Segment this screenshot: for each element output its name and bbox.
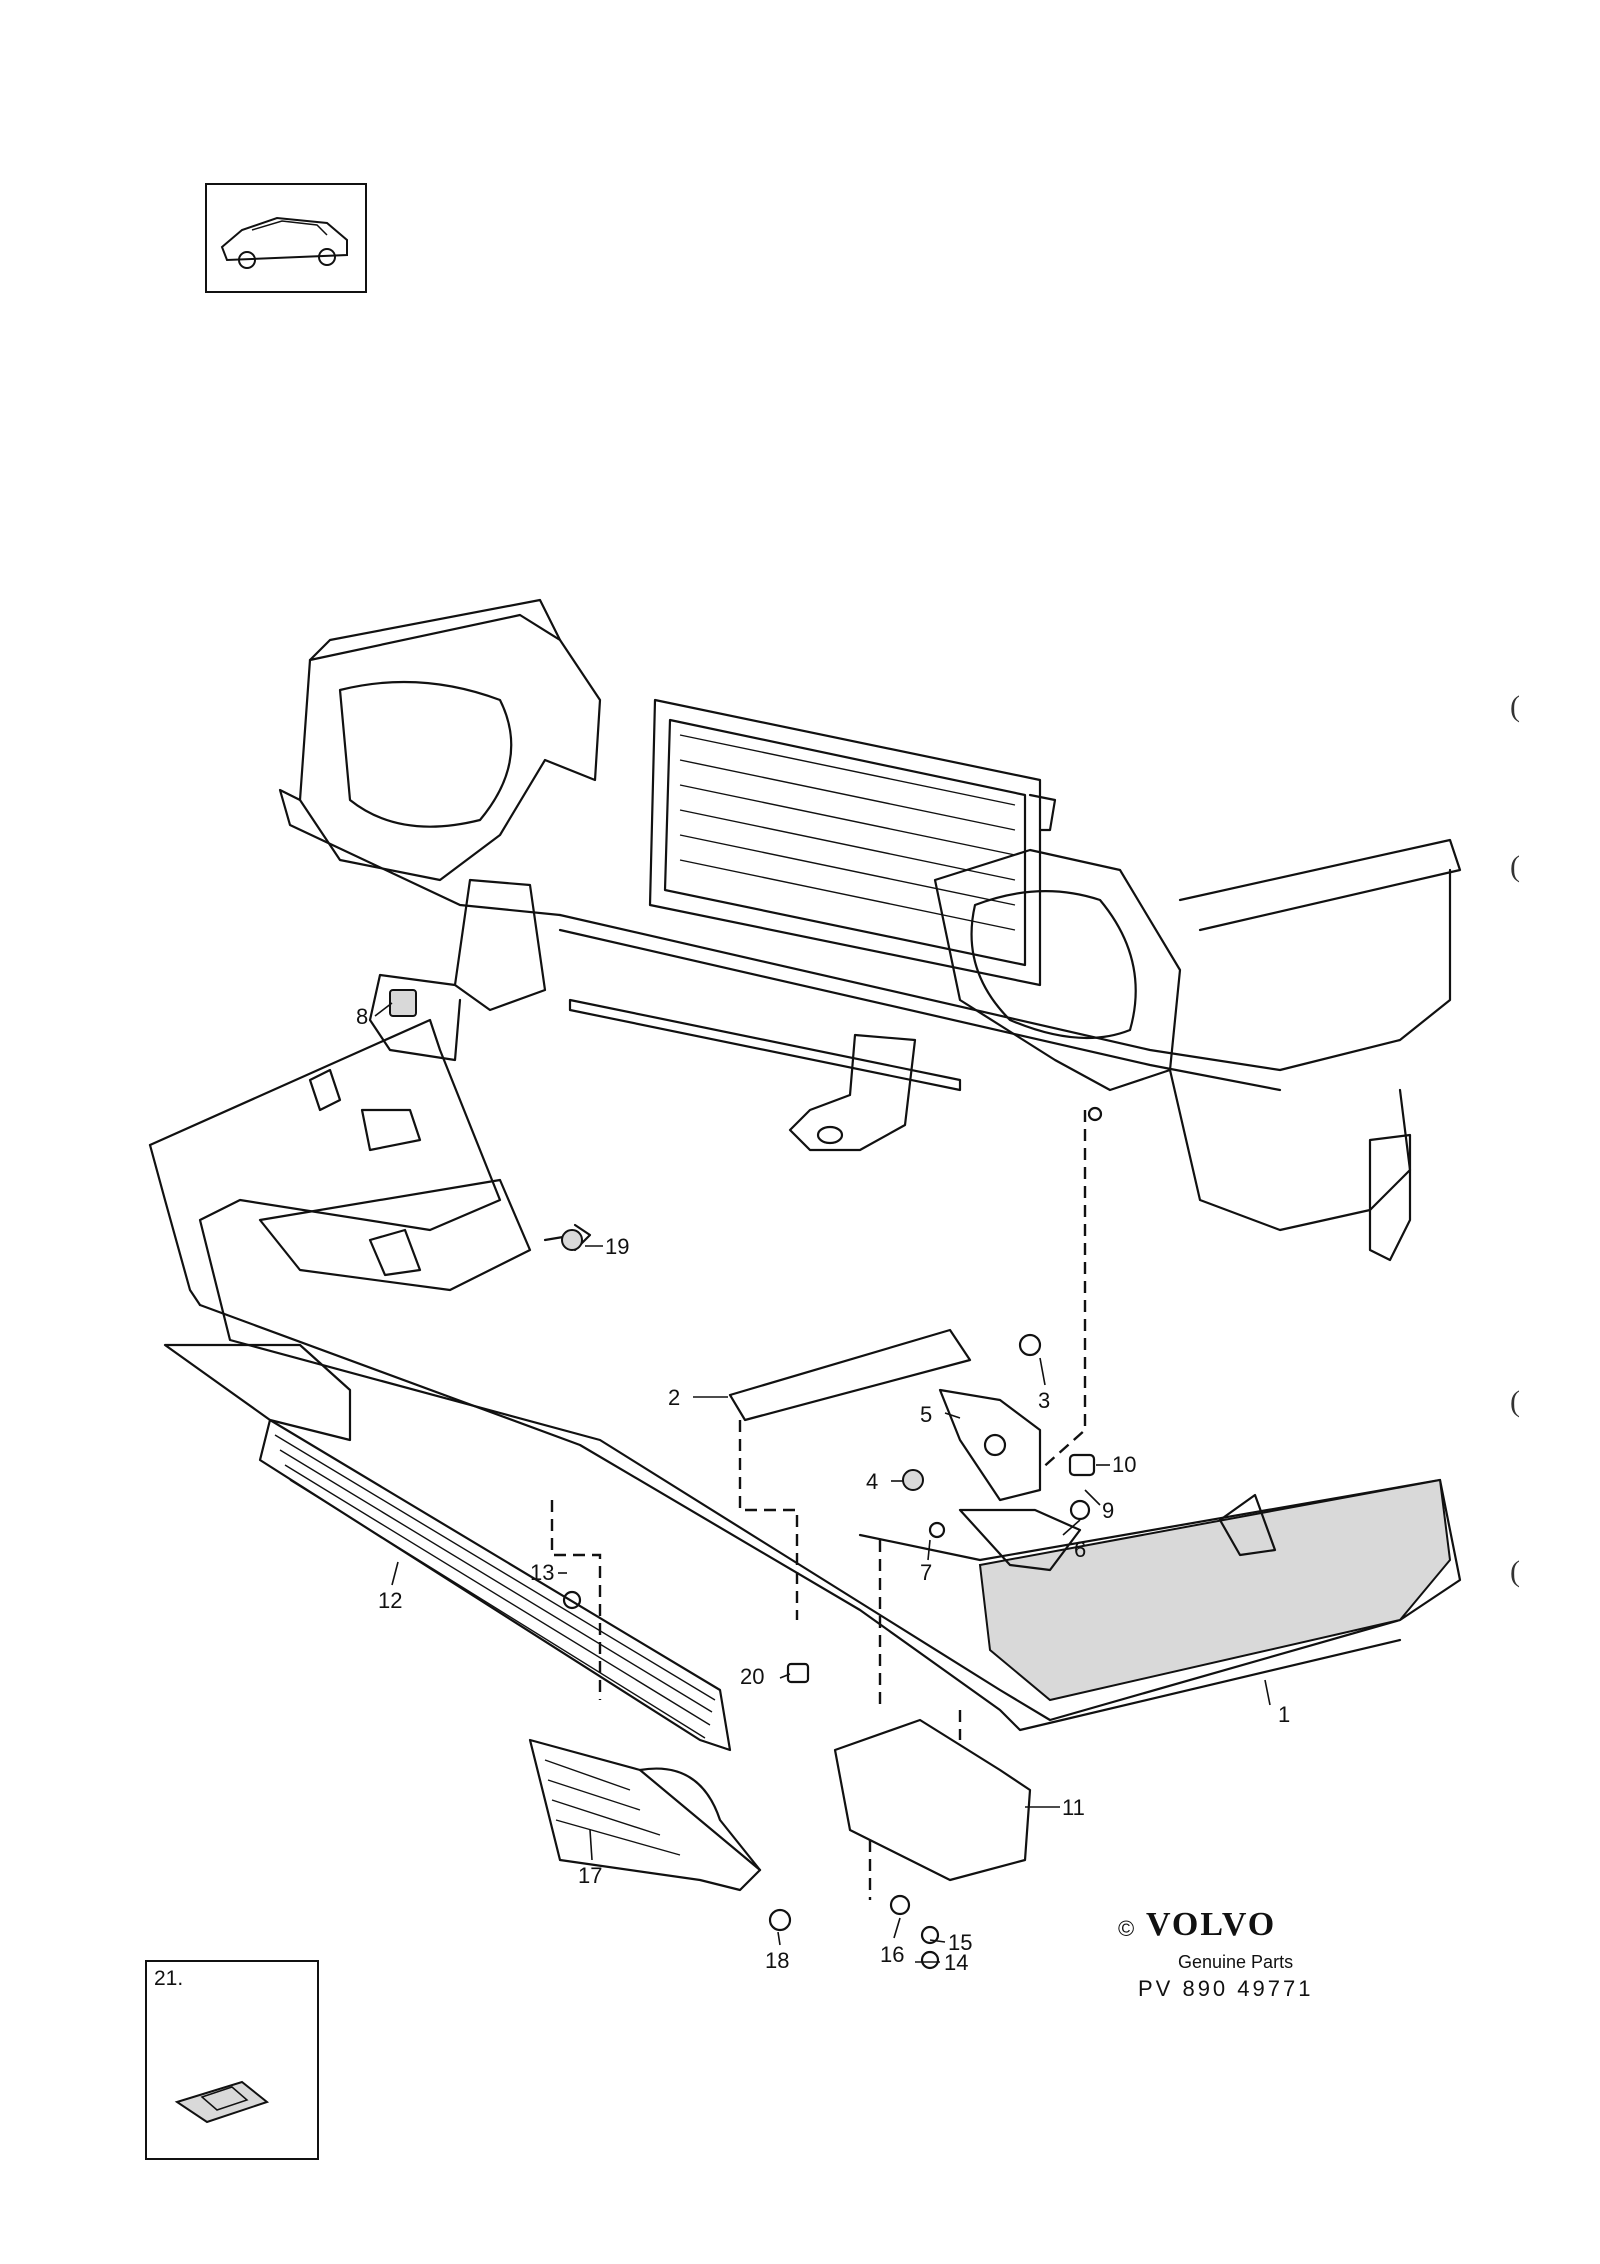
car-icon (220, 216, 348, 269)
brand-subtitle: Genuine Parts (1178, 1952, 1294, 1972)
brand-name: VOLVO (1146, 1906, 1277, 1943)
callout-7: 7 (920, 1560, 932, 1585)
brackets-fasteners (360, 989, 1103, 1970)
callout-9: 9 (1102, 1498, 1114, 1523)
clip-nut-icon (174, 2080, 270, 2124)
callout-3: 3 (1038, 1388, 1050, 1413)
callout-8: 8 (356, 1004, 368, 1029)
assembly-lines (550, 1110, 1087, 1900)
margin-mark: ( (1510, 1385, 1520, 1418)
copyright-symbol: © (1118, 1916, 1135, 1941)
leader-lines (374, 1002, 1271, 1963)
callout-11: 11 (1062, 1795, 1085, 1820)
inset-part-21: 21. (145, 1960, 319, 2160)
callout-13: 13 (530, 1560, 554, 1585)
grille-assembly (163, 1343, 762, 1892)
callout-2: 2 (668, 1385, 680, 1410)
callout-6: 6 (1074, 1537, 1086, 1562)
inset-label: 21. (154, 1967, 184, 1990)
callout-12: 12 (378, 1588, 402, 1613)
callout-18: 18 (765, 1948, 789, 1973)
bumper-shell (148, 1018, 1462, 1732)
front-body-structure (278, 598, 1462, 1262)
callout-15: 15 (948, 1930, 972, 1955)
callout-19: 19 (605, 1234, 629, 1259)
margin-mark: ( (1510, 850, 1520, 883)
callout-5: 5 (920, 1402, 932, 1427)
margin-mark: ( (1510, 1555, 1520, 1588)
diagram-code: PV 890 49771 (1138, 1976, 1314, 2001)
callout-labels: 1 2 3 4 5 6 7 8 9 10 11 12 13 14 15 16 1… (356, 1004, 1290, 1975)
callout-20: 20 (740, 1664, 764, 1689)
callout-17: 17 (578, 1863, 602, 1888)
callout-4: 4 (866, 1469, 878, 1494)
callout-14: 14 (944, 1950, 968, 1975)
callout-16: 16 (880, 1942, 904, 1967)
vehicle-thumbnail (205, 183, 367, 293)
callout-1: 1 (1278, 1702, 1290, 1727)
callout-10: 10 (1112, 1452, 1136, 1477)
margin-mark: ( (1510, 690, 1520, 723)
